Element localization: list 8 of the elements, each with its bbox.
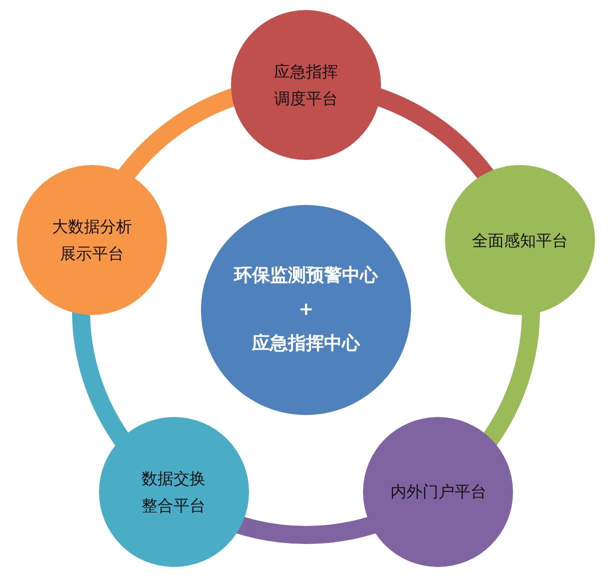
node-label: 应急指挥调度平台 <box>273 60 339 110</box>
node-label: 全面感知平台 <box>470 230 569 252</box>
node-label: 大数据分析展示平台 <box>51 216 133 266</box>
node-label: + <box>297 298 315 322</box>
node-label: 数据交换整合平台 <box>140 468 207 518</box>
node-label: 应急指挥中心 <box>250 332 362 356</box>
node-label: 环保监测预警中心 <box>232 264 380 288</box>
node-label: 内外门户平台 <box>389 481 488 504</box>
